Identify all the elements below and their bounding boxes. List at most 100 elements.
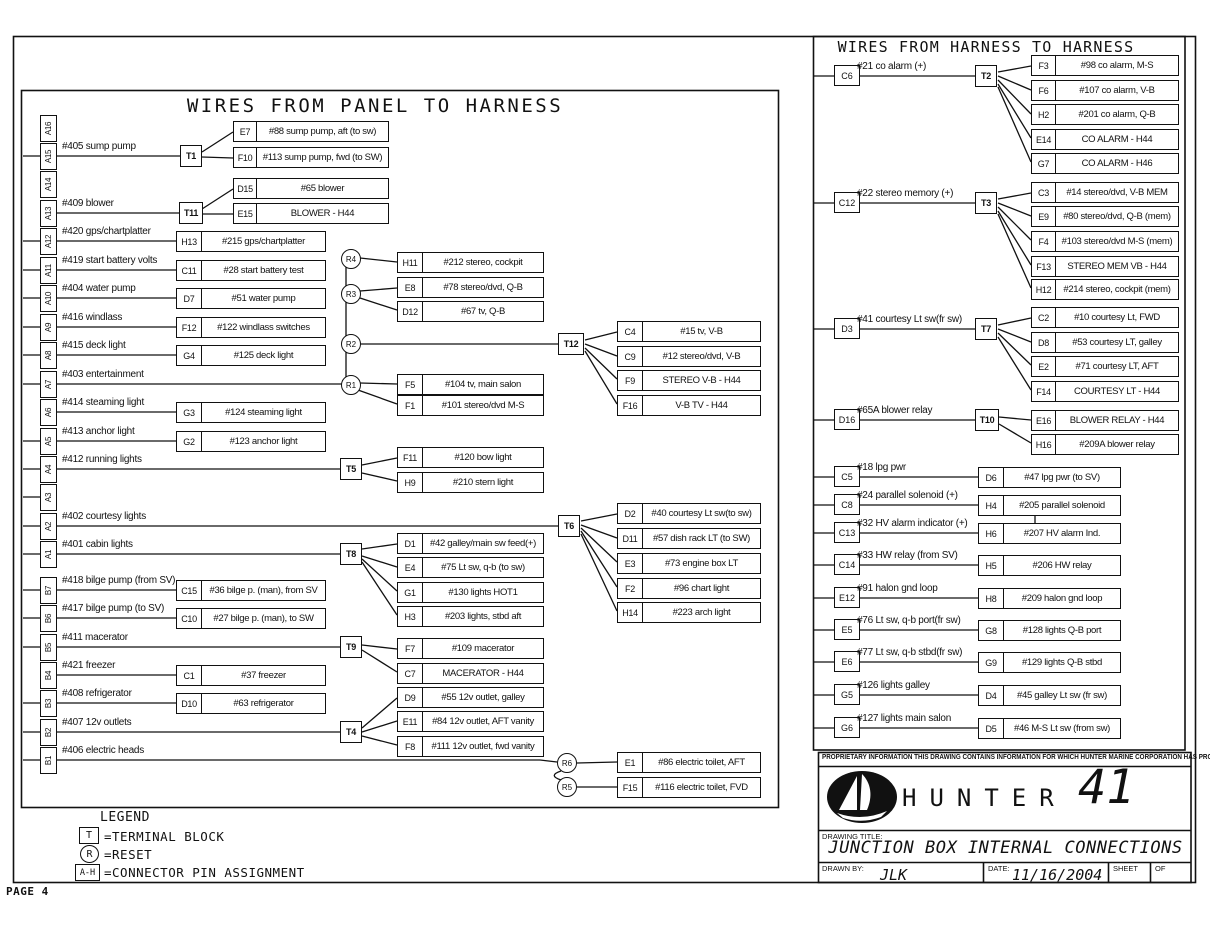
reset-R2: R2 <box>341 334 361 354</box>
pin-B6-tag: B6 <box>44 613 53 624</box>
pin-B1-label: #406 electric heads <box>62 745 144 756</box>
connector-H11-tag: H11 <box>397 252 423 273</box>
pin-B5-label: #411 macerator <box>62 632 128 643</box>
wire <box>359 257 398 263</box>
connector-F1-tag: F1 <box>397 395 423 416</box>
wire <box>361 697 398 729</box>
connector-G2-tag: G2 <box>176 431 202 452</box>
connector-H16-desc: #209A blower relay <box>1055 434 1179 455</box>
connector-G9-desc: #129 lights Q-B stbd <box>1003 652 1121 673</box>
connector-C11-desc: #28 start battery test <box>201 260 326 281</box>
pin-A2-label: #402 courtesy lights <box>62 511 146 522</box>
connector-H11-desc: #212 stereo, cockpit <box>422 252 544 273</box>
pin-C8: C8 <box>834 494 860 515</box>
pin-B7-label: #418 bilge pump (from SV) <box>62 575 176 586</box>
connector-E8-tag: E8 <box>397 277 423 298</box>
connector-E15-tag: E15 <box>233 203 257 224</box>
connector-H5-tag: H5 <box>978 555 1004 576</box>
reset-R1: R1 <box>341 375 361 395</box>
wire <box>357 389 398 405</box>
pin-A8-tag: A8 <box>44 350 53 361</box>
terminal-T11: T11 <box>179 202 203 224</box>
connector-E4-tag: E4 <box>397 557 423 578</box>
date-value: 11/16/2004 <box>1012 866 1103 884</box>
connector-F8-desc: #111 12v outlet, fwd vanity <box>422 736 544 757</box>
connector-E16-desc: BLOWER RELAY - H44 <box>1055 410 1179 431</box>
pin-B3-tag: B3 <box>44 698 53 709</box>
pin-G6: G6 <box>834 717 860 738</box>
wire <box>361 555 398 568</box>
wire <box>361 558 398 592</box>
legend-reset-symbol: R <box>80 845 99 863</box>
pin-E6-label: #77 Lt sw, q-b stbd(fr sw) <box>857 647 963 658</box>
connector-E3-desc: #73 engine box LT <box>642 553 761 574</box>
connector-D2-desc: #40 courtesy Lt sw(to sw) <box>642 503 761 524</box>
connector-G4-tag: G4 <box>176 345 202 366</box>
pin-A16-tag: A16 <box>44 121 53 136</box>
model-number: 41 <box>1078 760 1135 815</box>
wire <box>998 416 1032 421</box>
wire <box>997 192 1032 200</box>
connector-E9-tag: E9 <box>1031 206 1056 227</box>
connector-E7-desc: #88 sump pump, aft (to sw) <box>256 121 389 142</box>
pin-C12: C12 <box>834 192 860 213</box>
pin-B3-label: #408 refrigerator <box>62 688 132 699</box>
pin-D16: D16 <box>834 409 860 430</box>
pin-C14-label: #33 HW relay (from SV) <box>857 550 958 561</box>
pin-E12-label: #91 halon gnd loop <box>857 583 938 594</box>
wire <box>997 332 1032 366</box>
connector-C9-desc: #12 stereo/dvd, V-B <box>642 346 761 367</box>
title-block-border <box>817 751 1192 884</box>
wire <box>584 343 618 357</box>
connector-D5-desc: #46 M-S Lt sw (from sw) <box>1003 718 1121 739</box>
connector-E14-tag: E14 <box>1031 129 1056 150</box>
wire <box>997 83 1032 139</box>
connector-H2-tag: H2 <box>1031 104 1056 125</box>
pin-C5-label: #18 lpg pwr <box>857 462 906 473</box>
connector-H4-tag: H4 <box>978 495 1004 516</box>
of-label: OF <box>1155 864 1166 873</box>
connector-E14-desc: CO ALARM - H44 <box>1055 129 1179 150</box>
pin-C8-label: #24 parallel solenoid (+) <box>857 490 958 501</box>
pin-A1-label: #401 cabin lights <box>62 539 133 550</box>
connector-G4-desc: #125 deck light <box>201 345 326 366</box>
drawing-title: JUNCTION BOX INTERNAL CONNECTIONS <box>828 838 1183 858</box>
connector-H2-desc: #201 co alarm, Q-B <box>1055 104 1179 125</box>
wire <box>576 761 618 764</box>
wires <box>23 65 1036 788</box>
connector-D6-tag: D6 <box>978 467 1004 488</box>
wire <box>997 213 1032 289</box>
connector-F8-tag: F8 <box>397 736 423 757</box>
wire <box>580 533 618 612</box>
wire <box>997 86 1032 163</box>
connector-D15-desc: #65 blower <box>256 178 389 199</box>
connector-F13-desc: STEREO MEM VB - H44 <box>1055 256 1179 277</box>
wire <box>998 423 1032 444</box>
connector-D7-desc: #51 water pump <box>201 288 326 309</box>
wire <box>359 297 398 311</box>
wire <box>997 328 1032 343</box>
connector-H16-tag: H16 <box>1031 434 1056 455</box>
pin-E12: E12 <box>834 587 860 608</box>
connector-G8-desc: #128 lights Q-B port <box>1003 620 1121 641</box>
pin-B4: B4 <box>40 662 57 689</box>
connector-F14-tag: F14 <box>1031 381 1056 402</box>
connector-C1-tag: C1 <box>176 665 202 686</box>
pin-A5: A5 <box>40 428 57 455</box>
connector-F12-tag: F12 <box>176 317 202 338</box>
connector-F15-tag: F15 <box>617 777 643 798</box>
connector-C10-desc: #27 bilge p. (man), to SW <box>201 608 326 629</box>
terminal-T1: T1 <box>180 145 202 167</box>
terminal-T3: T3 <box>975 192 997 214</box>
connector-H3-desc: #203 lights, stbd aft <box>422 606 544 627</box>
pin-A2: A2 <box>40 513 57 540</box>
connector-E7-tag: E7 <box>233 121 257 142</box>
connector-E11-desc: #84 12v outlet, AFT vanity <box>422 711 544 732</box>
legend-connector-pin-text: =CONNECTOR PIN ASSIGNMENT <box>104 865 305 880</box>
wire <box>201 188 234 210</box>
wire <box>997 79 1032 115</box>
connector-F4-tag: F4 <box>1031 231 1056 252</box>
wire <box>997 336 1032 391</box>
right-panel-border <box>812 35 1186 751</box>
wire <box>361 472 398 482</box>
